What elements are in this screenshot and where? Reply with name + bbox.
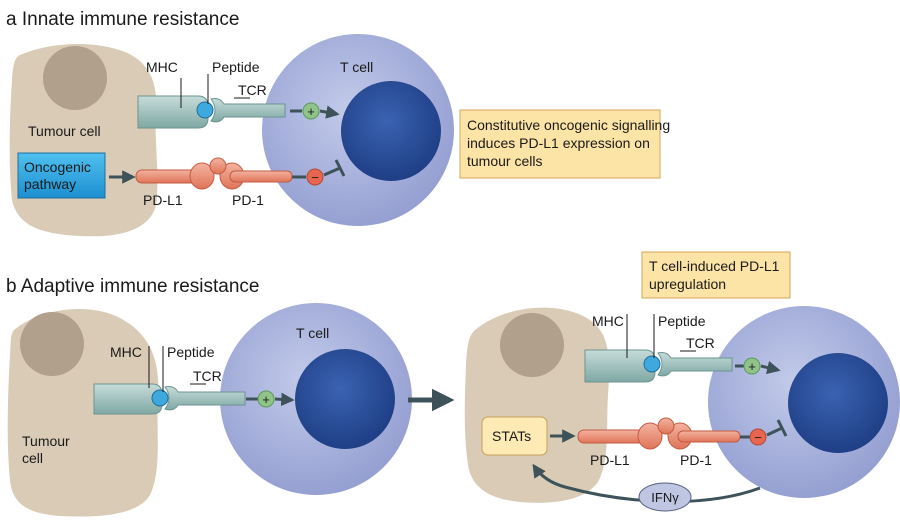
minus-signal-a (306, 168, 324, 186)
tcr-a (210, 98, 286, 123)
mhc-a (137, 95, 209, 129)
pdl1-label-a: PD-L1 (143, 192, 183, 208)
note-a-line3: tumour cells (467, 153, 542, 169)
panel-b-title: b Adaptive immune resistance (6, 276, 259, 297)
mhc-label-a: MHC (146, 59, 178, 75)
pd1-label-b: PD-1 (680, 452, 712, 468)
minus-signal-b-right (749, 428, 767, 446)
stats-box (481, 416, 548, 456)
tumour-nucleus-b-right (500, 313, 564, 377)
oncogenic-line2: pathway (24, 176, 76, 192)
oncogenic-pathway-box (17, 152, 106, 199)
mhc-label-b-right: MHC (592, 313, 624, 329)
peptide-b-right (643, 355, 661, 373)
ifn-feedback-arrow (532, 463, 761, 504)
mhc-b-right (584, 349, 656, 383)
minus-sign-a: − (311, 170, 319, 185)
tumour-label-b-line1: Tumour (22, 433, 70, 449)
tcell-label-b: T cell (296, 325, 329, 341)
plus-sign-b-right: + (748, 359, 756, 374)
tumour-label-b-line2: cell (22, 450, 43, 466)
note-b-box (641, 251, 791, 299)
peptide-label-a: Peptide (212, 59, 260, 75)
peptide-b-left (151, 389, 169, 407)
tcr-b-left (164, 386, 246, 411)
tumour-nucleus-b-left (20, 312, 84, 376)
note-b-line2: upregulation (649, 276, 726, 292)
panel-a-title: a Innate immune resistance (6, 9, 239, 30)
tcr-label-a: TCR (238, 82, 267, 98)
minus-sign-b-right: − (754, 430, 762, 445)
tcell-nucleus-b-left (295, 349, 395, 449)
plus-signal-b-right (743, 357, 761, 375)
note-a-box (459, 109, 661, 179)
pd1-label-a: PD-1 (232, 192, 264, 208)
plus-signal-b-left (257, 390, 275, 408)
tumour-nucleus-a (43, 46, 107, 110)
note-a-line2: induces PD-L1 expression on (467, 135, 650, 151)
tcell-nucleus-a (341, 81, 441, 181)
note-b-line1: T cell-induced PD-L1 (649, 258, 780, 274)
ifn-label: IFNγ (651, 490, 679, 505)
pdl1-label-b: PD-L1 (590, 452, 630, 468)
plus-sign-a: + (307, 104, 315, 119)
peptide-label-b-left: Peptide (167, 344, 215, 360)
peptide-a (196, 101, 214, 119)
note-a-line1: Constitutive oncogenic signalling (467, 117, 670, 133)
oncogenic-line1: Oncogenic (24, 159, 91, 175)
tcr-label-b-left: TCR (193, 368, 222, 384)
plus-signal-a (302, 102, 320, 120)
ifn-bubble (638, 482, 692, 512)
stats-label: STATs (492, 428, 531, 444)
peptide-label-b-right: Peptide (658, 313, 706, 329)
tcr-b-right (657, 352, 733, 377)
plus-sign-b-left: + (262, 392, 270, 407)
tcell-nucleus-b-right (788, 353, 888, 453)
tumour-label-a: Tumour cell (28, 123, 101, 139)
mhc-label-b-left: MHC (110, 344, 142, 360)
tcr-label-b-right: TCR (686, 335, 715, 351)
tcell-label-a: T cell (340, 59, 373, 75)
